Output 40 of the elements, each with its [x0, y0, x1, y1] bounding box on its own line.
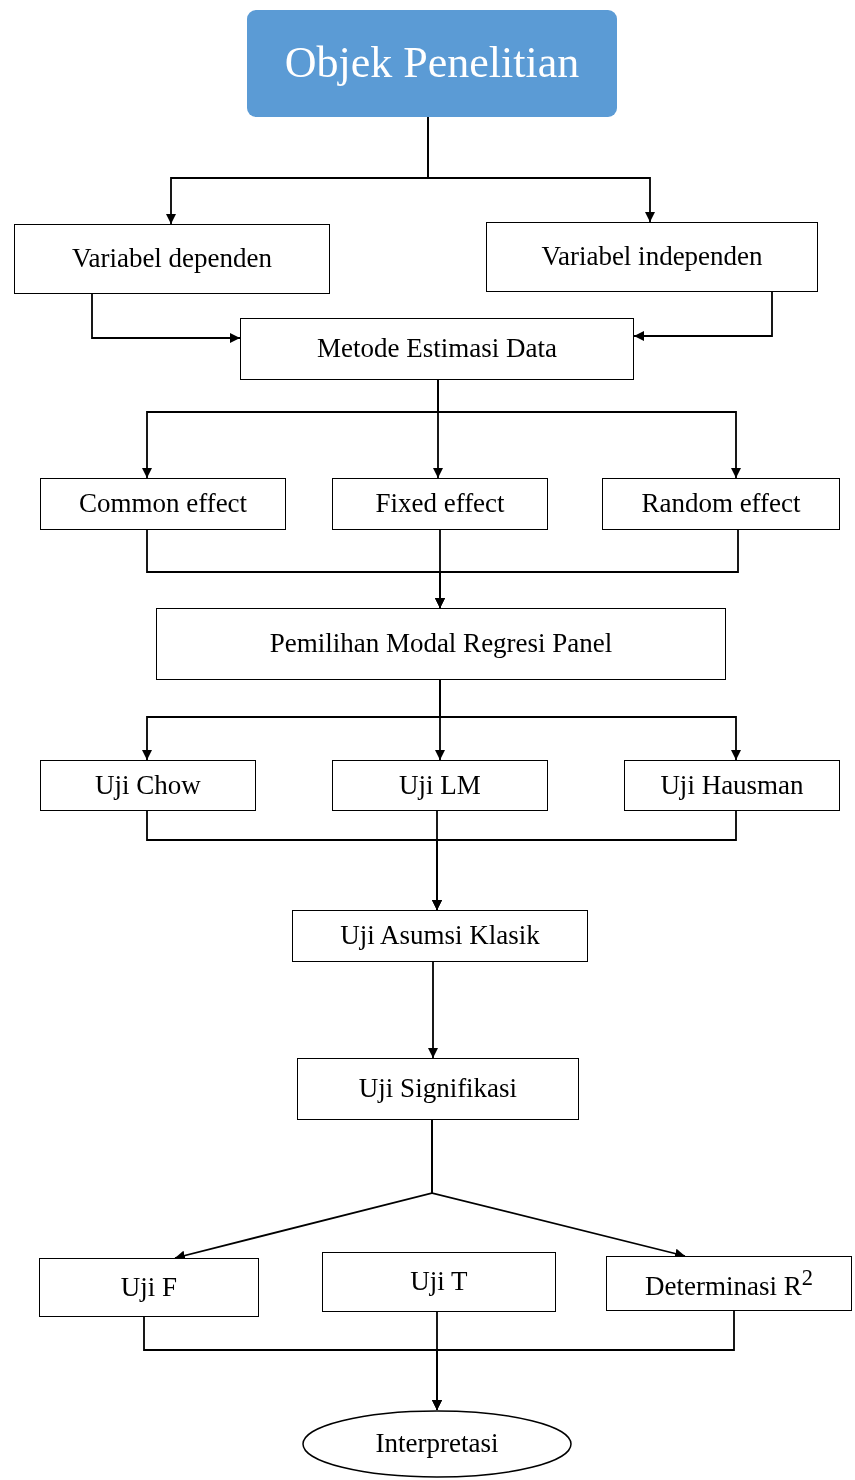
title-box — [247, 10, 617, 117]
arrow — [432, 1310, 735, 1411]
process-box — [156, 608, 726, 680]
node-label: Uji T — [410, 1267, 468, 1297]
node-label: Common effect — [78, 489, 248, 519]
process-box — [332, 478, 548, 530]
process-box — [292, 910, 588, 962]
process-box — [40, 478, 286, 530]
arrow — [91, 293, 241, 343]
process-box — [624, 760, 840, 811]
node-label: Uji Hausman — [660, 770, 804, 801]
process-box — [40, 760, 256, 811]
arrow — [633, 291, 773, 341]
process-box — [332, 760, 548, 811]
node-label: Variabel independen — [541, 242, 763, 272]
process-box — [486, 222, 818, 292]
node-label: Uji Chow — [95, 770, 201, 801]
node-label: Uji LM — [399, 770, 481, 801]
process-box — [39, 1258, 259, 1317]
node-label: Fixed effect — [375, 489, 505, 519]
node-label: Variabel dependen — [71, 244, 273, 274]
process-box — [606, 1256, 852, 1311]
node-label: Uji Asumsi Klasik — [340, 921, 540, 951]
arrow — [432, 810, 737, 911]
arrow — [427, 116, 655, 223]
node-label: Uji F — [120, 1272, 178, 1303]
process-box — [240, 318, 634, 380]
process-box — [297, 1058, 579, 1120]
node-label: Determinasi R$^{2}$ — [645, 1265, 813, 1302]
arrow — [435, 529, 739, 609]
process-box — [322, 1252, 556, 1312]
node-label: Random effect — [641, 489, 801, 519]
node-label: Metode Estimasi Data — [317, 334, 557, 364]
process-box — [602, 478, 840, 530]
arrow — [428, 961, 438, 1059]
process-box — [14, 224, 330, 294]
node-label: Interpretasi — [375, 1429, 499, 1459]
node-label: Uji Signifikasi — [358, 1074, 518, 1104]
node-label: Pemilihan Modal Regresi Panel — [269, 629, 613, 659]
node-label: Objek Penelitian — [284, 39, 580, 88]
